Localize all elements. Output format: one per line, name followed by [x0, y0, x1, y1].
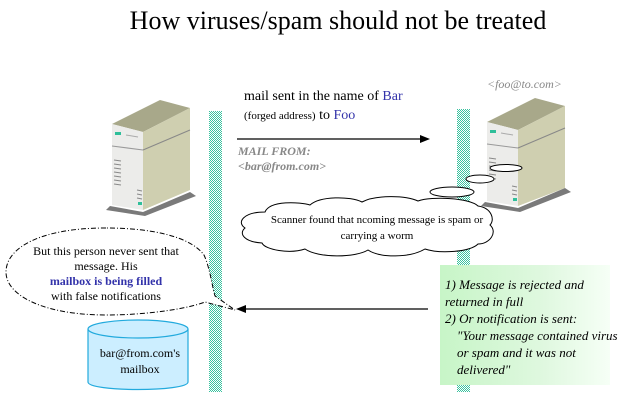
mail-from-address: <bar@from.com>	[238, 159, 326, 173]
response-quote: "Your message contained virus or spam an…	[457, 328, 618, 377]
diagram-title: How viruses/spam should not be treated	[129, 6, 547, 35]
mailbox-cylinder	[87, 319, 189, 391]
mail-from-header: MAIL FROM: <bar@from.com>	[238, 144, 326, 174]
person-thought-line2: with false notifications	[51, 289, 161, 303]
mailbox-label: bar@from.com's mailbox	[90, 345, 190, 377]
response-text: 1) Message is rejected and returned in f…	[445, 276, 620, 378]
recipient-address: <foo@to.com>	[487, 77, 562, 91]
mail-from-label: MAIL FROM:	[238, 144, 311, 158]
thought-trail	[429, 164, 523, 198]
forged-note: (forged address)	[244, 110, 316, 122]
scanner-thought-text: Scanner found that ncoming message is sp…	[270, 214, 484, 242]
send-text: mail sent in the name of	[244, 89, 383, 104]
forged-name: Bar	[382, 89, 403, 104]
person-thought-highlight: mailbox is being filled	[49, 274, 163, 288]
person-thought-line1: But this person never sent that message.…	[33, 244, 179, 273]
person-speech-bubble	[5, 227, 236, 316]
mailbox-owner: bar@from.com's	[99, 346, 181, 360]
sender-server-icon	[106, 100, 196, 216]
response-item-1: 1) Message is rejected and returned in f…	[445, 277, 584, 309]
send-arrow	[237, 135, 430, 143]
sender-timeline-bar	[209, 111, 222, 392]
recipient-name: Foo	[333, 108, 356, 123]
scanner-cloud-shape	[240, 196, 494, 257]
response-item-2: 2) Or notification is sent:	[445, 311, 578, 326]
response-box	[440, 265, 610, 385]
person-thought-text: But this person never sent that message.…	[24, 244, 188, 304]
send-description-line2: (forged address) to Foo	[244, 108, 355, 124]
to-text: to	[315, 108, 334, 123]
send-description-line1: mail sent in the name of Bar	[244, 89, 403, 105]
mailbox-word: mailbox	[120, 362, 160, 376]
receiver-server-icon	[481, 98, 571, 212]
return-arrow	[236, 305, 428, 313]
